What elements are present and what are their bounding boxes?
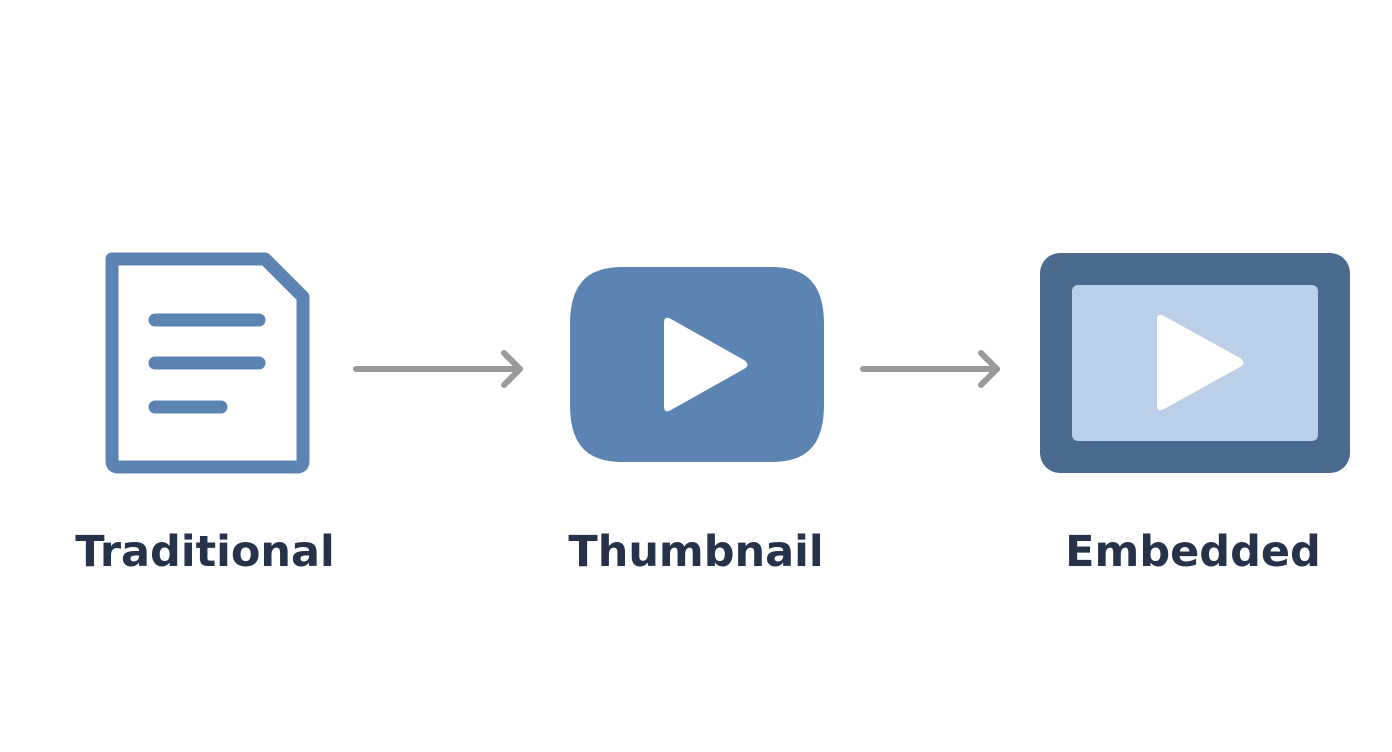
arrow-right-icon bbox=[860, 350, 1000, 388]
embedded-player-icon bbox=[1040, 253, 1350, 473]
stage-label-thumbnail: Thumbnail bbox=[568, 527, 824, 577]
arrow-right-icon bbox=[353, 350, 523, 388]
stage-traditional bbox=[104, 252, 310, 474]
document-icon bbox=[105, 252, 310, 474]
stage-label-embedded: Embedded bbox=[1065, 527, 1321, 577]
video-play-icon bbox=[570, 267, 824, 462]
stage-embedded bbox=[1040, 253, 1350, 473]
stage-label-traditional: Traditional bbox=[75, 527, 335, 577]
stage-thumbnail bbox=[568, 265, 826, 464]
